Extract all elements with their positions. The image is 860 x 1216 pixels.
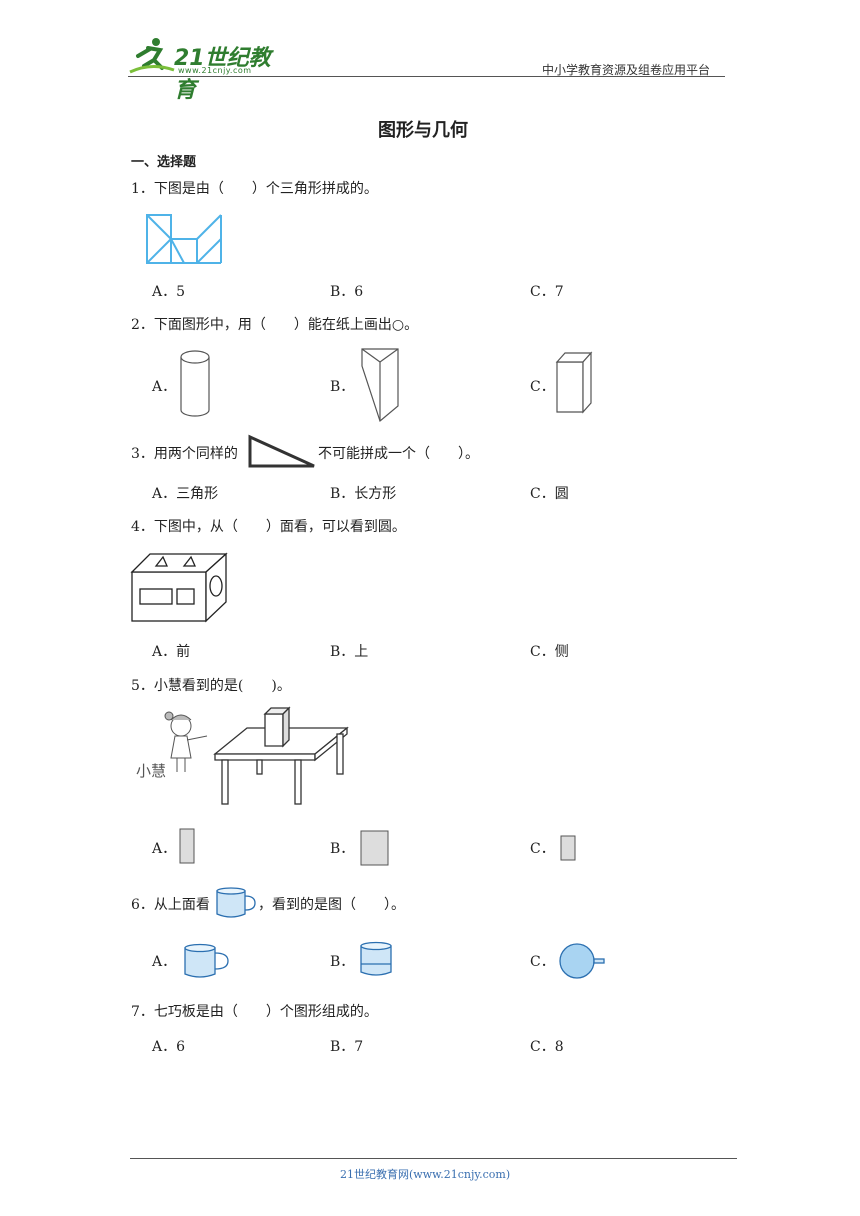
q7-option-c[interactable]: C．8 — [530, 1039, 564, 1055]
q2-option-b[interactable]: B． — [330, 379, 355, 395]
runner-logo-icon — [129, 38, 175, 74]
q4-option-a[interactable]: A．前 — [152, 644, 191, 660]
section-heading: 一、选择题 — [131, 155, 197, 170]
cup-icon — [216, 887, 256, 918]
q2-option-c[interactable]: C． — [530, 379, 555, 395]
q1-option-a[interactable]: A．5 — [152, 284, 186, 300]
question-4-text: 4．下图中，从（ ）面看，可以看到圆。 — [131, 519, 406, 535]
triangles-figure — [146, 214, 222, 264]
logo-subtext: www.21cnjy.com — [178, 66, 252, 75]
q4-option-c[interactable]: C．侧 — [530, 644, 569, 660]
q5-option-b[interactable]: B． — [330, 841, 355, 857]
q1-option-c[interactable]: C．7 — [530, 284, 564, 300]
question-2-text: 2．下面图形中，用（ ）能在纸上画出○。 — [131, 317, 419, 333]
page-title: 图形与几何 — [378, 120, 468, 141]
header-logo: 21世纪教育 www.21cnjy.com — [126, 36, 286, 103]
question-5-text: 5．小慧看到的是( )。 — [131, 678, 291, 694]
tall-rectangle-icon — [179, 828, 195, 864]
logo-text: 21世纪教育 — [174, 46, 271, 103]
question-3-text-end: 不可能拼成一个（ ）。 — [318, 446, 479, 462]
q2-option-a[interactable]: A． — [152, 379, 177, 395]
q7-option-a[interactable]: A．6 — [152, 1039, 186, 1055]
triangular-prism-icon — [361, 348, 399, 423]
question-7-text: 7．七巧板是由（ ）个图形组成的。 — [131, 1004, 378, 1020]
question-3-text-start: 3．用两个同样的 — [131, 446, 238, 462]
q3-option-a[interactable]: A．三角形 — [152, 486, 219, 502]
q6-option-c[interactable]: C． — [530, 954, 555, 970]
q5-option-c[interactable]: C． — [530, 841, 555, 857]
q6-option-a[interactable]: A． — [152, 954, 177, 970]
cup-top-view-icon — [559, 943, 605, 979]
q3-option-b[interactable]: B．长方形 — [330, 486, 397, 502]
figure-label-xiaohui: 小慧 — [136, 762, 167, 780]
q1-option-b[interactable]: B．6 — [330, 284, 364, 300]
girl-icon — [164, 711, 208, 772]
box-with-circle-figure — [130, 552, 228, 623]
q7-option-b[interactable]: B．7 — [330, 1039, 364, 1055]
question-6-text-end: ，看到的是图（ ）。 — [258, 897, 405, 913]
q6-option-b[interactable]: B． — [330, 954, 355, 970]
cylinder-icon — [180, 350, 210, 417]
right-triangle-icon — [248, 434, 315, 468]
footer-divider — [130, 1158, 737, 1159]
q3-option-c[interactable]: C．圆 — [530, 486, 569, 502]
question-6-text-start: 6．从上面看 — [131, 897, 210, 913]
cup-side-view-icon — [184, 943, 229, 978]
footer-link[interactable]: 21世纪教育网(www.21cnjy.com) — [340, 1168, 511, 1181]
q5-option-a[interactable]: A． — [152, 841, 177, 857]
girl-looking-at-table-figure — [164, 706, 349, 805]
q4-option-b[interactable]: B．上 — [330, 644, 369, 660]
square-icon — [360, 830, 389, 866]
small-rectangle-icon — [560, 835, 576, 861]
cup-front-view-icon — [360, 941, 392, 976]
header-divider — [128, 76, 725, 77]
cuboid-icon — [555, 351, 593, 414]
platform-name: 中小学教育资源及组卷应用平台 — [542, 63, 711, 77]
question-1-text: 1．下图是由（ ）个三角形拼成的。 — [131, 181, 378, 197]
